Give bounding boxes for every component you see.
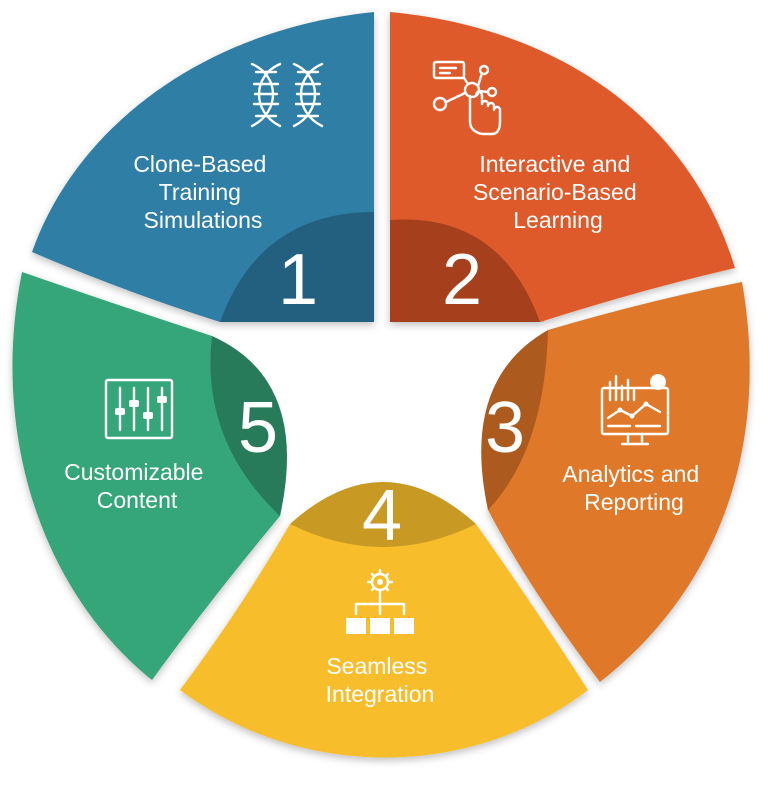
- segment-1: 1 Clone-Based Training Simulations: [32, 12, 374, 322]
- segment-5: 5 Customizable Content: [12, 272, 288, 680]
- segment-1-number: 1: [278, 240, 318, 320]
- touch-interaction-icon: [432, 60, 502, 136]
- segment-3-number-circle: [481, 330, 548, 510]
- segment-4-number: 4: [362, 476, 402, 556]
- segment-4-shape: [180, 524, 588, 758]
- segment-3-label: Analytics and Reporting: [562, 461, 705, 515]
- segment-2-label: Interactive and Scenario-Based Learning: [473, 151, 643, 233]
- segment-2: 2 Interactive and Scenario-Based Learnin…: [390, 12, 735, 322]
- segment-4-number-circle: [290, 482, 476, 547]
- segment-3-number: 3: [485, 388, 525, 468]
- segment-3-shape: [488, 282, 750, 682]
- sliders-icon: [104, 378, 174, 440]
- segment-5-label: Customizable Content: [64, 459, 210, 513]
- segment-2-number: 2: [442, 240, 482, 320]
- segment-5-number-circle: [210, 336, 288, 516]
- segment-5-number: 5: [238, 388, 278, 468]
- dna-icon: [250, 62, 324, 128]
- segment-4: 4 Seamless Integration: [180, 476, 588, 758]
- segment-4-label: Seamless Integration: [326, 653, 435, 707]
- analytics-monitor-icon: [600, 374, 670, 446]
- segment-3: 3 Analytics and Reporting: [481, 282, 750, 682]
- segment-2-number-circle: [390, 219, 540, 322]
- segment-1-label: Clone-Based Training Simulations: [133, 151, 272, 233]
- segment-1-number-circle: [220, 212, 374, 322]
- gear-hierarchy-icon: [346, 568, 414, 634]
